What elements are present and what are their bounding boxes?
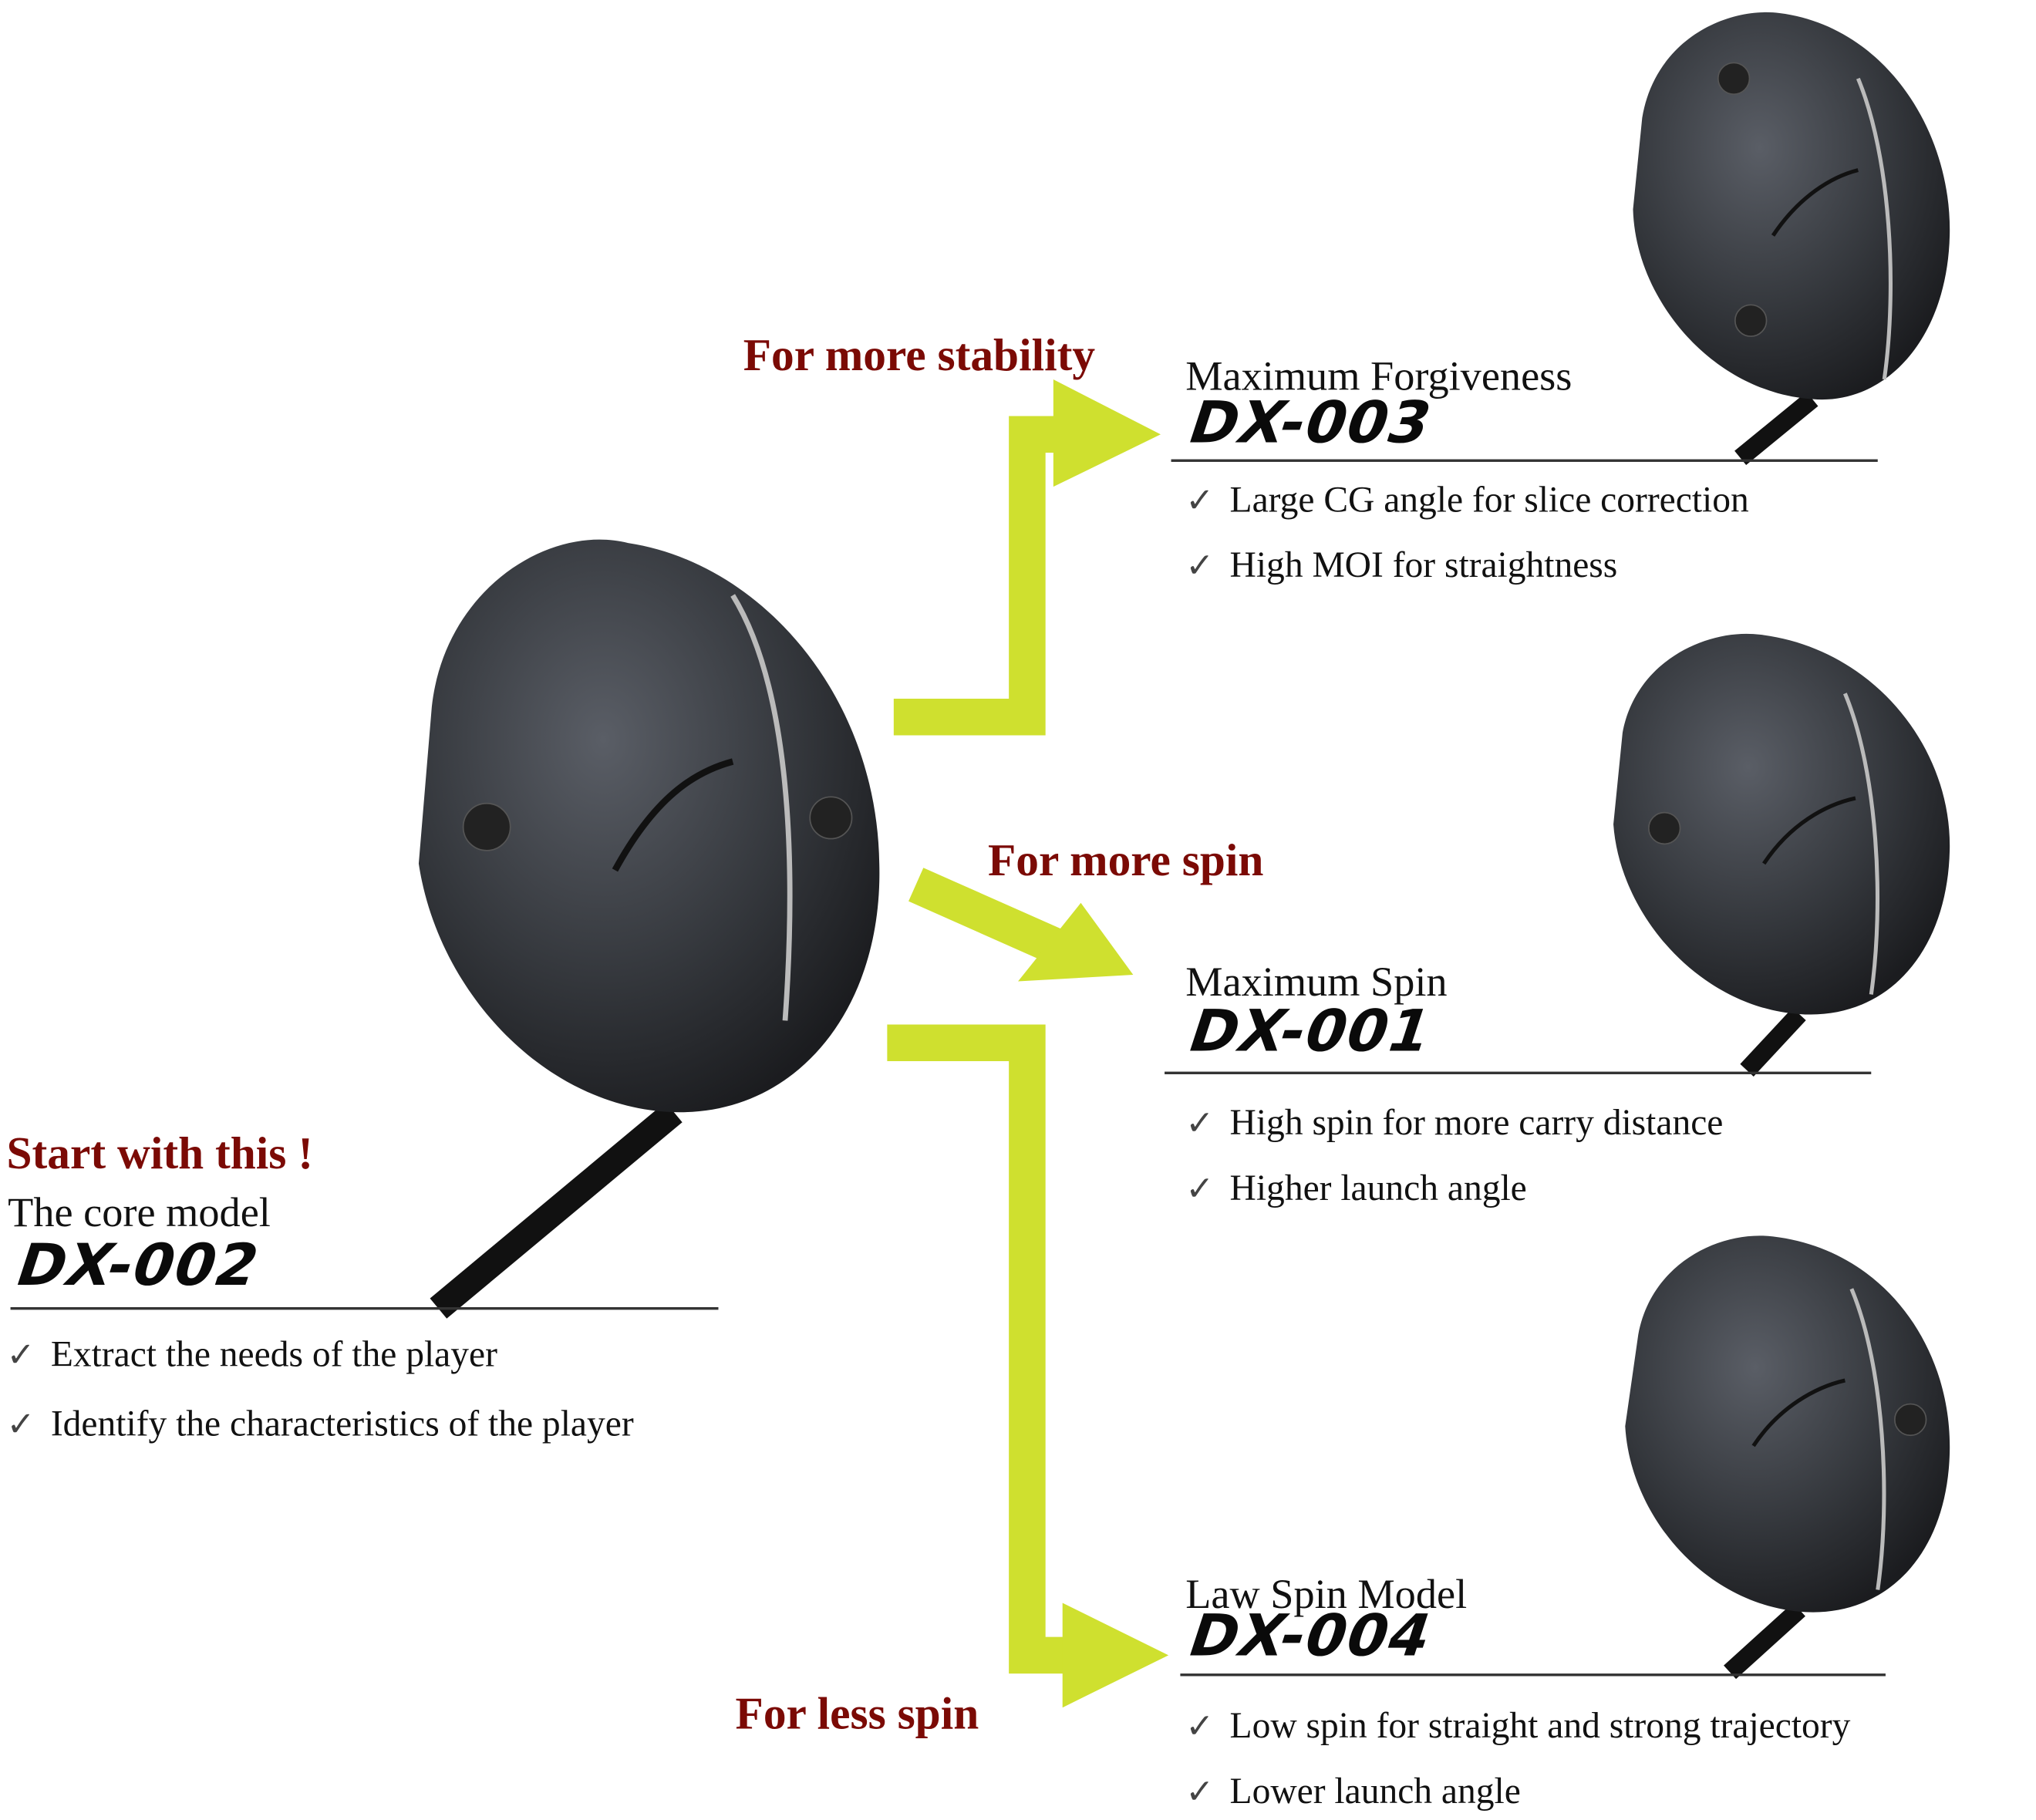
logo-dx002: DX-002 [7, 1232, 269, 1299]
list-item: ✓Identify the characteristics of the pla… [6, 1404, 634, 1445]
check-icon: ✓ [1185, 1169, 1215, 1209]
list-item: ✓Large CG angle for slice correction [1185, 480, 1749, 521]
club-dx003-image [1633, 12, 1950, 466]
logo-dx003: DX-003 [1180, 389, 1441, 457]
path-label-stability: For more stability [743, 329, 1096, 381]
club-head [418, 539, 880, 1113]
list-item: ✓Low spin for straight and strong trajec… [1185, 1706, 1851, 1748]
start-heading: Start with this ! [6, 1127, 314, 1179]
logo-dx004: DX-004 [1180, 1603, 1441, 1670]
arrow-less-spin-head [1062, 1603, 1169, 1708]
divider [1171, 459, 1878, 462]
check-icon: ✓ [6, 1336, 35, 1376]
path-label-spin: For more spin [988, 834, 1264, 886]
check-icon: ✓ [1185, 481, 1215, 521]
arrow-spin-head [1018, 902, 1134, 982]
feather-icon [1762, 796, 1856, 865]
list-item: ✓Lower launch angle [1185, 1771, 1521, 1812]
divider [10, 1307, 719, 1310]
logo-dx001: DX-001 [1180, 998, 1441, 1066]
club-dx001-image [1613, 633, 1950, 1077]
check-icon: ✓ [6, 1405, 35, 1445]
arrow-spin [908, 868, 1074, 969]
subtitle-dx004: Law Spin Model [1185, 1570, 1468, 1618]
feather-icon [612, 758, 734, 872]
list-item: ✓High spin for more carry distance [1185, 1103, 1724, 1144]
arrow-less-spin [887, 1024, 1074, 1674]
divider [1165, 1071, 1872, 1074]
subtitle-dx001: Maximum Spin [1185, 957, 1448, 1006]
check-icon: ✓ [1185, 1707, 1215, 1748]
arrow-stability-head [1053, 379, 1161, 487]
club-dx004-image [1625, 1235, 1950, 1680]
check-icon: ✓ [1185, 1773, 1215, 1812]
list-item: ✓High MOI for straightness [1185, 545, 1618, 587]
divider [1180, 1673, 1886, 1677]
club-dx002-image [418, 539, 880, 1319]
check-icon: ✓ [1185, 547, 1215, 587]
shaft [430, 1102, 683, 1319]
list-item: ✓Extract the needs of the player [6, 1334, 497, 1376]
feather-icon [1751, 1378, 1846, 1448]
arrow-stability [893, 416, 1067, 736]
start-subtitle: The core model [8, 1188, 271, 1235]
feather-icon [1771, 168, 1859, 237]
list-item: ✓Higher launch angle [1185, 1168, 1527, 1209]
subtitle-dx003: Maximum Forgiveness [1185, 352, 1573, 399]
check-icon: ✓ [1185, 1104, 1215, 1144]
path-label-less-spin: For less spin [735, 1687, 979, 1739]
